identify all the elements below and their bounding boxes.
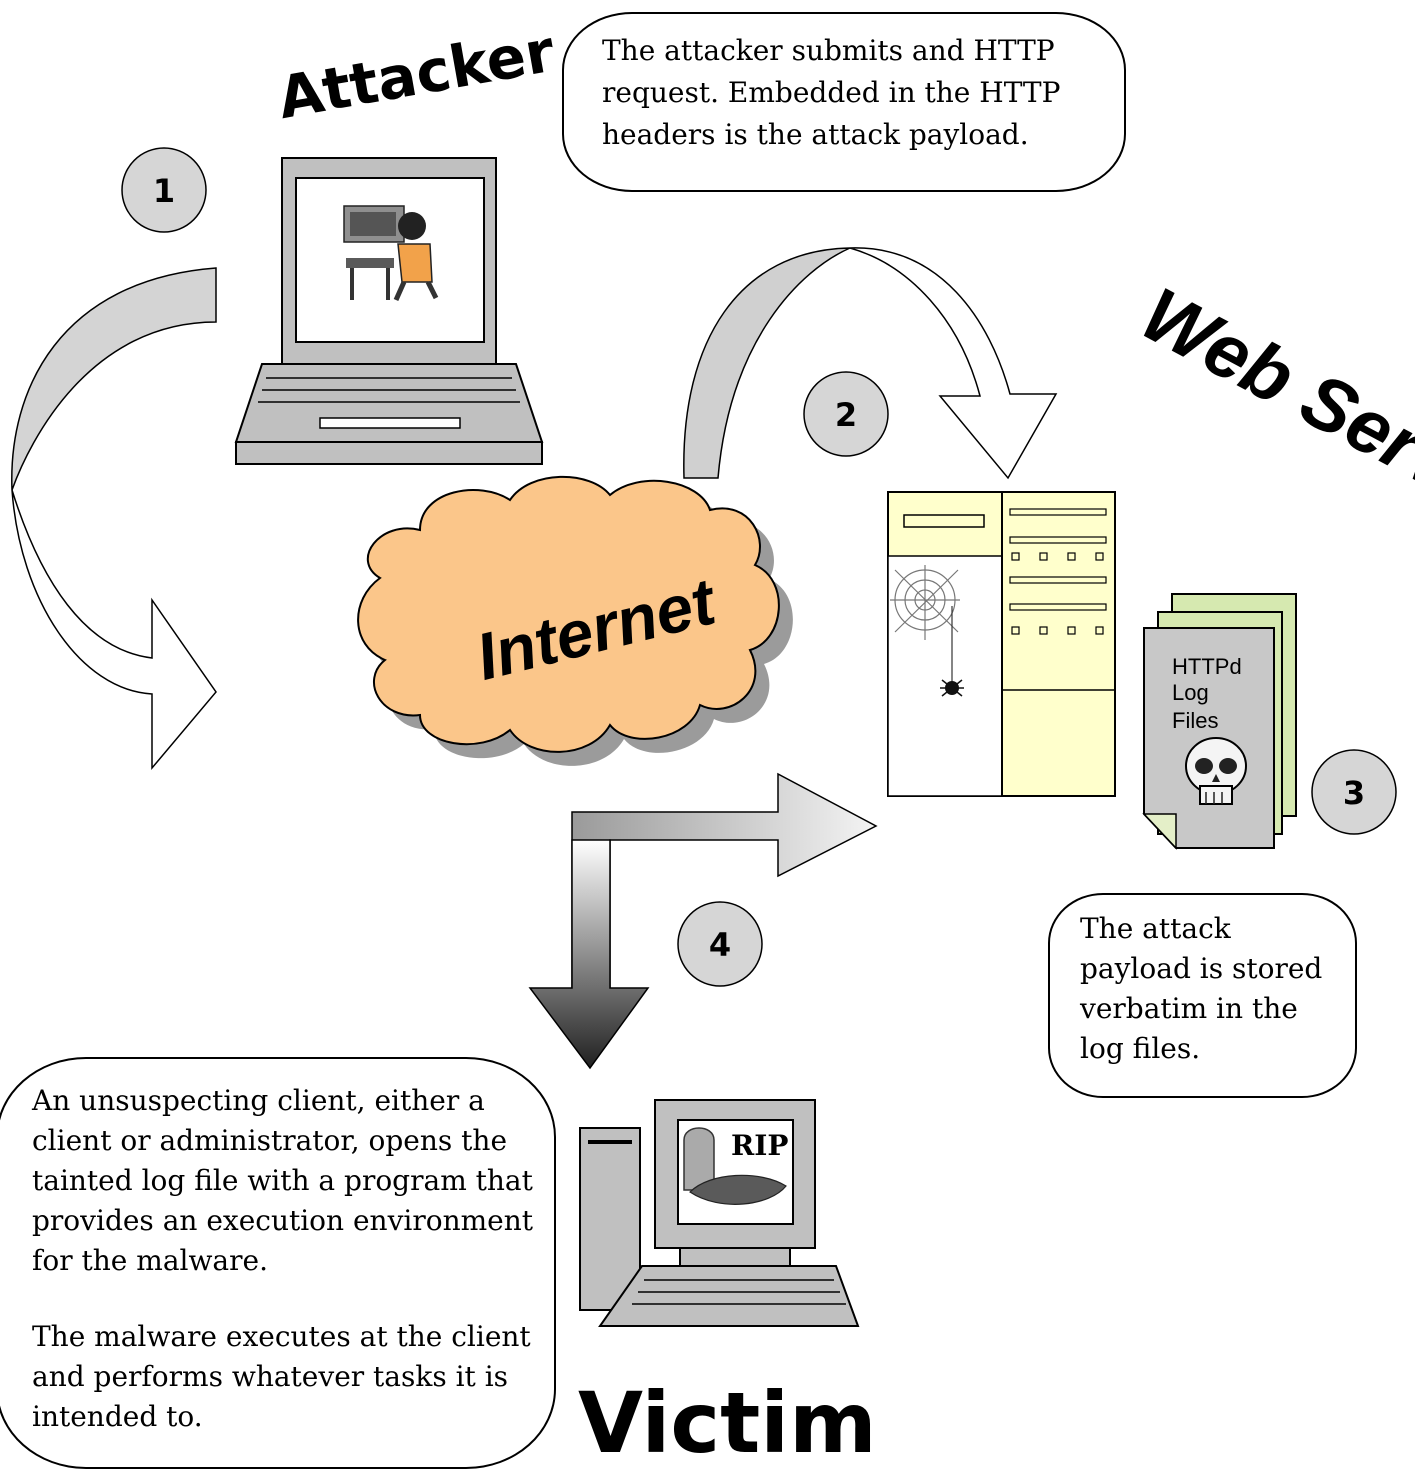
skull-icon (1185, 737, 1247, 805)
payload-stored-text: The attack payload is stored verbatim in… (1080, 912, 1323, 1065)
step2-arch-arrow (683, 247, 1058, 480)
tombstone-icon (683, 1127, 787, 1205)
web-server-icon (887, 491, 1116, 797)
payload-stored-callout: The attack payload is stored verbatim in… (1048, 893, 1357, 1098)
victim-computer-icon: RIP (579, 1099, 860, 1327)
internet-cloud-icon: Internet (357, 475, 793, 766)
step1-curved-arrow (11, 267, 217, 771)
attacker-label: Attacker (273, 17, 560, 132)
step-2-marker: 2 (803, 371, 889, 457)
client-opens-text: An unsuspecting client, either a client … (32, 1084, 534, 1277)
log-files-line-3: Files (1172, 708, 1218, 733)
log-files-line-1: HTTPd (1172, 654, 1242, 679)
victim-execution-callout: An unsuspecting client, either a client … (0, 1057, 556, 1469)
step-4-number: 4 (709, 926, 731, 964)
step-4-marker: 4 (677, 901, 763, 987)
web-server-label: Web Server (1128, 272, 1415, 545)
attacker-request-callout: The attacker submits and HTTP request. E… (562, 12, 1126, 192)
step-2-number: 2 (835, 396, 857, 434)
attacker-label-text: Attacker (273, 17, 560, 132)
hacker-figure-icon (343, 205, 439, 302)
rip-label: RIP (731, 1129, 788, 1162)
step-1-marker: 1 (121, 147, 207, 233)
log-files-icon: HTTPd Log Files (1142, 593, 1297, 850)
malware-executes-text: The malware executes at the client and p… (32, 1320, 531, 1433)
step-3-number: 3 (1343, 774, 1365, 812)
attacker-request-text: The attacker submits and HTTP request. E… (602, 34, 1061, 151)
step4-down-arrow (528, 839, 650, 1070)
step-3-marker: 3 (1311, 749, 1397, 835)
spider-web-icon (890, 565, 960, 682)
log-files-line-2: Log (1172, 680, 1209, 705)
spider-icon (940, 679, 964, 697)
attacker-laptop-icon (234, 157, 544, 465)
victim-label: Victim (578, 1374, 877, 1464)
step-1-number: 1 (153, 172, 175, 210)
